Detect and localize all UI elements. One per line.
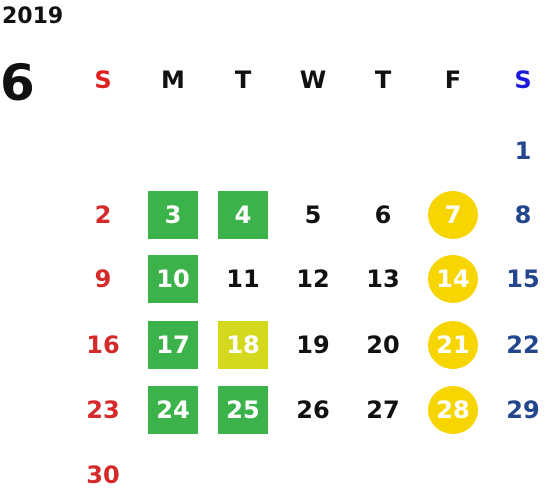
- day-number: 23: [86, 396, 120, 424]
- weekday-thu: T: [374, 66, 392, 94]
- day-cell[interactable]: 27: [357, 385, 409, 435]
- day-number: 27: [366, 396, 400, 424]
- day-number: 12: [296, 265, 330, 293]
- day-cell[interactable]: 19: [287, 320, 339, 370]
- weekday-sat: S: [514, 66, 532, 94]
- day-number: 10: [156, 265, 190, 293]
- day-number: 8: [514, 201, 532, 229]
- day-highlight-marker: [428, 321, 478, 369]
- day-cell[interactable]: 5: [287, 190, 339, 240]
- day-highlight-marker: [218, 321, 268, 369]
- day-cell[interactable]: 11: [217, 254, 269, 304]
- day-cell[interactable]: 16: [77, 320, 129, 370]
- day-cell[interactable]: 3: [147, 190, 199, 240]
- day-number: 2: [94, 201, 112, 229]
- day-cell[interactable]: 30: [77, 450, 129, 500]
- day-cell[interactable]: 22: [497, 320, 548, 370]
- day-highlight-marker: [148, 386, 198, 434]
- day-number: 1: [514, 137, 532, 165]
- day-cell[interactable]: 8: [497, 190, 548, 240]
- day-number: 26: [296, 396, 330, 424]
- day-cell[interactable]: 20: [357, 320, 409, 370]
- day-highlight-marker: [218, 386, 268, 434]
- day-highlight-marker: [148, 191, 198, 239]
- day-number: 9: [94, 265, 112, 293]
- day-cell[interactable]: 2: [77, 190, 129, 240]
- day-highlight-marker: [148, 321, 198, 369]
- weekday-tue: T: [234, 66, 252, 94]
- day-number: 17: [156, 331, 190, 359]
- weekday-fri: F: [444, 66, 462, 94]
- day-highlight-marker: [148, 255, 198, 303]
- day-cell[interactable]: 18: [217, 320, 269, 370]
- day-cell[interactable]: 23: [77, 385, 129, 435]
- day-cell[interactable]: 7: [427, 190, 479, 240]
- day-cell[interactable]: 15: [497, 254, 548, 304]
- day-highlight-marker: [218, 191, 268, 239]
- day-cell[interactable]: 29: [497, 385, 548, 435]
- day-number: 3: [164, 201, 182, 229]
- day-number: 15: [506, 265, 540, 293]
- day-cell[interactable]: 13: [357, 254, 409, 304]
- day-number: 14: [436, 265, 470, 293]
- weekday-sun: S: [94, 66, 112, 94]
- day-cell[interactable]: 1: [497, 126, 548, 176]
- day-number: 18: [226, 331, 260, 359]
- day-cell[interactable]: 10: [147, 254, 199, 304]
- day-cell[interactable]: 14: [427, 254, 479, 304]
- day-cell[interactable]: 4: [217, 190, 269, 240]
- day-number: 22: [506, 331, 540, 359]
- day-number: 28: [436, 396, 470, 424]
- day-highlight-marker: [428, 255, 478, 303]
- day-number: 7: [444, 201, 462, 229]
- day-number: 13: [366, 265, 400, 293]
- weekday-wed: W: [299, 66, 327, 94]
- day-number: 20: [366, 331, 400, 359]
- day-number: 21: [436, 331, 470, 359]
- month-label: 6: [0, 54, 35, 112]
- day-cell[interactable]: 25: [217, 385, 269, 435]
- day-cell[interactable]: 21: [427, 320, 479, 370]
- day-cell[interactable]: 17: [147, 320, 199, 370]
- day-number: 6: [374, 201, 392, 229]
- day-number: 19: [296, 331, 330, 359]
- year-label: 2019: [2, 4, 64, 29]
- weekday-mon: M: [161, 66, 185, 94]
- day-number: 29: [506, 396, 540, 424]
- day-cell[interactable]: 12: [287, 254, 339, 304]
- day-number: 4: [234, 201, 252, 229]
- day-cell[interactable]: 24: [147, 385, 199, 435]
- day-number: 24: [156, 396, 190, 424]
- day-highlight-marker: [428, 386, 478, 434]
- day-cell[interactable]: 28: [427, 385, 479, 435]
- day-cell[interactable]: 26: [287, 385, 339, 435]
- day-number: 25: [226, 396, 260, 424]
- day-highlight-marker: [428, 191, 478, 239]
- day-number: 30: [86, 461, 120, 489]
- day-cell[interactable]: 9: [77, 254, 129, 304]
- day-number: 11: [226, 265, 260, 293]
- day-cell[interactable]: 6: [357, 190, 409, 240]
- day-number: 16: [86, 331, 120, 359]
- day-number: 5: [304, 201, 322, 229]
